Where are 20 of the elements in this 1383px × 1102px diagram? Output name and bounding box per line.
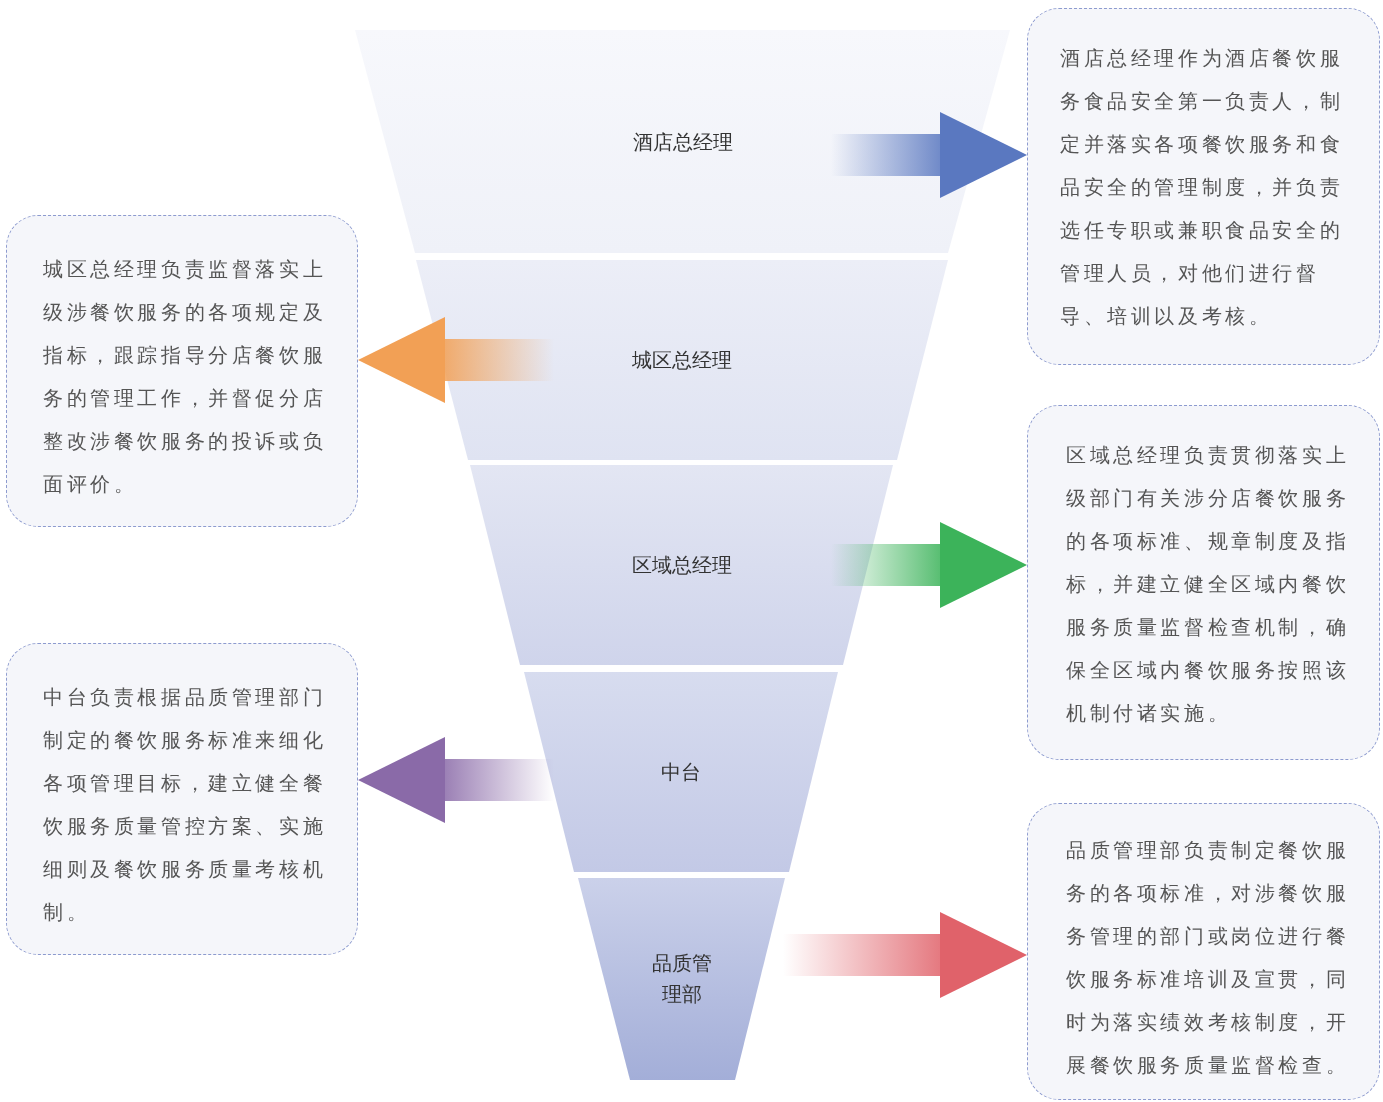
description-card (1027, 8, 1380, 365)
funnel-band (470, 465, 893, 665)
description-card (6, 215, 358, 527)
funnel-band (578, 878, 785, 1080)
funnel-band (524, 672, 838, 872)
band-label: 酒店总经理 (632, 128, 733, 155)
description-text: 区域总经理负责贯彻落实上级部门有关涉分店餐饮服务的各项标准、规章制度及指标，并建立健全区域内餐饮服务质量监督检查机制，确保全区域内餐饮服务按照该机制付诸实施。 (1066, 442, 1351, 727)
description-text: 品质管理部负责制定餐饮服务的各项标准，对涉餐饮服务管理的部门或岗位进行餐饮服务标准培训及宣贯，同时为落实绩效考核制度，开展餐饮服务质量监督检查。 (1066, 837, 1351, 1079)
band-label: 中台 (661, 758, 701, 786)
description-card (6, 643, 358, 955)
band-label: 区域总经理 (631, 551, 732, 579)
description-card (1027, 405, 1380, 760)
description-text: 中台负责根据品质管理部门制定的餐饮服务标准来细化各项管理目标，建立健全餐饮服务质量管控方案、实施细则及餐饮服务质量考核机制。 (43, 684, 328, 926)
band-label: 城区总经理 (632, 346, 732, 374)
description-text: 酒店总经理作为酒店餐饮服务食品安全第一负责人，制定并落实各项餐饮服务和食品安全的管理制度，并负责选任专职或兼职食品安全的管理人员，对他们进行督导、培训以及考核。 (1060, 45, 1345, 330)
funnel-band (355, 30, 1010, 253)
funnel-band (416, 260, 948, 460)
description-text: 城区总经理负责监督落实上级涉餐饮服务的各项规定及指标，跟踪指导分店餐饮服务的管理工作，并督促分店整改涉餐饮服务的投诉或负面评价。 (43, 256, 328, 498)
description-card (1027, 803, 1380, 1100)
band-label: 品质管理部 (650, 950, 713, 1008)
